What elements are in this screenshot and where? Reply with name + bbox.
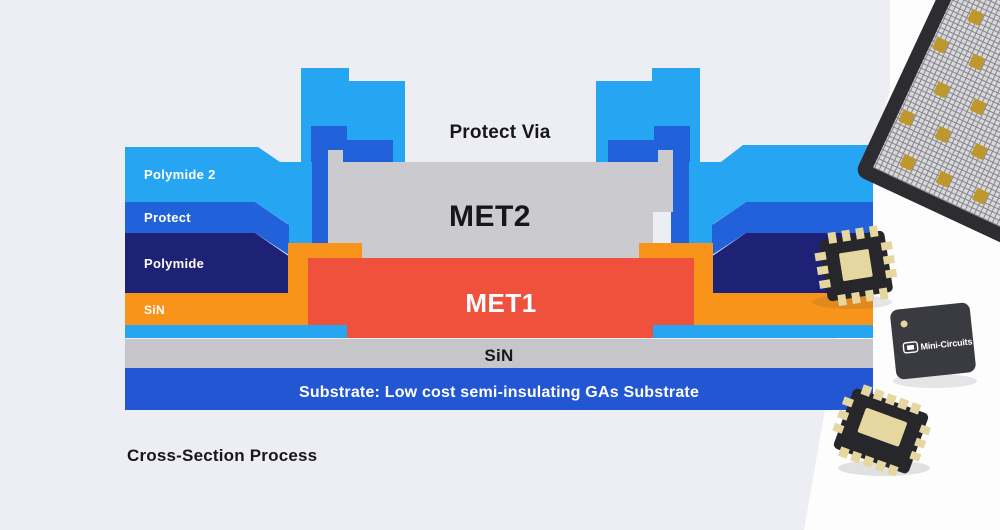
met2-right-shoulder [653, 162, 673, 212]
label-sin-bar: SiN [484, 346, 513, 365]
met2-via-plug-right [658, 150, 673, 164]
via-lining-left-step [347, 140, 393, 162]
met2-via-plug-left [328, 150, 343, 164]
label-protect: Protect [144, 210, 191, 225]
qfn-top-center-pad [839, 249, 873, 281]
label-caption: Cross-Section Process [127, 446, 317, 465]
mini-circuits-body [890, 302, 976, 380]
layer-sin-left-arm [288, 243, 362, 258]
label-met2: MET2 [449, 200, 531, 233]
label-met1: MET1 [465, 288, 536, 318]
chip-tray [857, 0, 1000, 311]
chip-tray-gold-pads [873, 0, 1000, 296]
via-lining-right-channel [671, 162, 689, 243]
qfn-bottom-center-pad [857, 408, 907, 447]
mini-circuits-logo-icon-inner [906, 344, 915, 351]
layer-polymide2-left [125, 68, 405, 243]
layer-protect-right [712, 202, 873, 255]
via-lining-right-step [608, 140, 654, 162]
layer-protect-left [125, 202, 289, 255]
layer-sin-left-band [125, 293, 312, 325]
label-protect-via: Protect Via [449, 122, 550, 143]
via-lining-left-channel [312, 162, 330, 243]
layer-sin-right-arm [639, 243, 713, 258]
qfn-top-edge-pads [814, 225, 898, 307]
label-polymide: Polymide [144, 256, 204, 271]
label-substrate: Substrate: Low cost semi-insulating GAs … [299, 384, 699, 401]
met2-block [328, 162, 653, 260]
label-polymide2: Polymide 2 [144, 167, 216, 182]
strip-light-blue-right [653, 325, 873, 338]
layer-polymide-left [125, 233, 290, 293]
chip-qfn-top [814, 225, 898, 307]
layer-sin-bar [125, 339, 873, 368]
mini-circuits-logo-icon [902, 341, 919, 354]
chip-mini-circuits: Mini-Circuits [890, 302, 976, 380]
label-sin-left: SiN [144, 303, 165, 317]
chip-qfn-bottom [832, 384, 932, 477]
pin1-marker-dot [900, 320, 908, 328]
layer-polymide2-right [596, 68, 873, 243]
strip-light-blue-left [125, 325, 347, 338]
met1-block [308, 258, 694, 338]
qfn-bottom-edge-pads [832, 384, 932, 477]
layer-substrate [125, 368, 873, 410]
